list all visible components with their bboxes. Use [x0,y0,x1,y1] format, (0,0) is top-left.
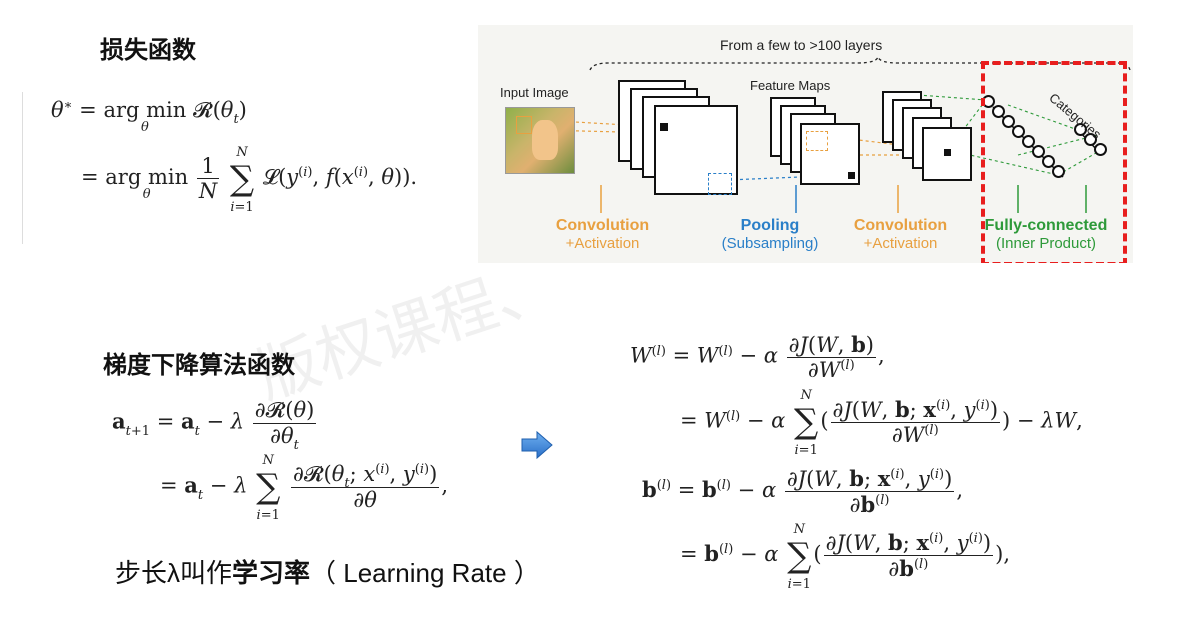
fc-node-2 [992,105,1005,118]
learning-rate-text: 步长λ叫作学习率（ Learning Rate ） [115,553,540,590]
fc-node-8 [1052,165,1065,178]
stage-pooling: Pooling (Subsampling) [715,217,825,252]
learning-rate-suffix: （ Learning Rate ） [310,558,540,588]
stage-title: Convolution [555,217,650,234]
input-image-label: Input Image [500,85,569,100]
stage-title: Convolution [853,217,948,234]
conv2-map-5 [922,127,972,181]
top-layers-label: From a few to >100 layers [720,37,883,53]
kitten-input-image [505,107,575,174]
stage-fully-connected: Fully-connected (Inner Product) [981,217,1111,252]
learning-rate-term: 学习率 [232,558,311,588]
update-equation-line-3: b(l) = b(l) − α ∂J(W, b; x(i), y(i))∂b(l… [642,466,964,517]
stage-subtitle: (Subsampling) [721,235,819,252]
stage-convolution-2: Convolution +Activation [848,217,953,252]
stage-title: Pooling [740,217,800,234]
fc-node-7 [1042,155,1055,168]
fc-node-5 [1022,135,1035,148]
stage-convolution-1: Convolution +Activation [550,217,655,252]
conv-map-4 [654,105,738,195]
right-arrow-icon [521,430,553,460]
pool-map-4 [800,123,860,185]
learning-rate-prefix: 步长λ叫作 [115,558,233,588]
fc-node-3 [1002,115,1015,128]
stage-subtitle: (Inner Product) [995,235,1097,252]
fully-connected-highlight-box [981,61,1127,263]
update-equation-line-1: W(l) = W(l) − α ∂J(W, b)∂W(l), [630,332,885,382]
gd-heading: 梯度下降算法函数 [103,351,295,379]
fc-node-6 [1032,145,1045,158]
category-node-1 [1074,123,1087,136]
category-node-2 [1084,133,1097,146]
loss-heading: 损失函数 [100,36,196,64]
gd-equation-line-1: at+1 = at − λ ∂𝓡(θ)∂θt [112,398,317,453]
stage-subtitle: +Activation [863,235,938,252]
cnn-architecture-figure: From a few to >100 layers Input Image Fe… [478,25,1133,263]
category-node-3 [1094,143,1107,156]
cnn-connector-lines [539,54,1131,213]
stage-subtitle: +Activation [565,235,640,252]
stage-title: Fully-connected [984,217,1108,234]
feature-maps-label: Feature Maps [750,78,831,93]
fc-node-4 [1012,125,1025,138]
